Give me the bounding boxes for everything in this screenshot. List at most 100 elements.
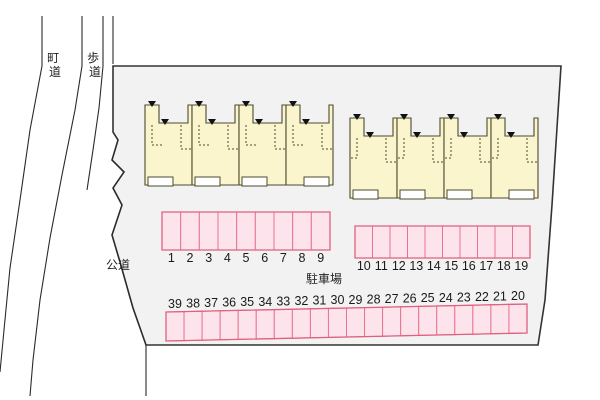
parking-stall-number: 13 bbox=[409, 259, 423, 273]
unit-entrance-step bbox=[194, 176, 221, 187]
public-road-parcel-edge bbox=[111, 131, 147, 396]
parking-stall[interactable] bbox=[442, 225, 461, 259]
parking-stall[interactable] bbox=[494, 225, 513, 259]
parking-stall-number: 27 bbox=[385, 292, 399, 306]
parking-stall[interactable] bbox=[327, 307, 347, 338]
parking-stall[interactable] bbox=[180, 211, 200, 251]
parking-stall-number: 5 bbox=[243, 251, 250, 265]
parking-stall[interactable] bbox=[219, 309, 239, 341]
unit-interior-dashes bbox=[292, 125, 303, 146]
unit-interior-dashes bbox=[321, 125, 332, 150]
parking-stall[interactable] bbox=[472, 304, 492, 335]
parking-stall[interactable] bbox=[161, 211, 182, 251]
public-road-edge-group bbox=[111, 131, 147, 396]
parking-stall-number: 24 bbox=[439, 291, 453, 305]
building-unit bbox=[490, 114, 539, 200]
parking-stall[interactable] bbox=[165, 311, 185, 342]
parking-stall-number: 25 bbox=[421, 291, 435, 305]
parking-stall-number: 8 bbox=[299, 251, 306, 265]
entry-arrow-icon bbox=[302, 119, 310, 125]
parking-stall[interactable] bbox=[273, 211, 294, 251]
parking-stall[interactable] bbox=[236, 211, 256, 251]
parking-stall[interactable] bbox=[407, 225, 426, 259]
parking-stall[interactable] bbox=[291, 308, 311, 339]
parking-stall[interactable] bbox=[382, 306, 402, 337]
parking-stall-number: 3 bbox=[205, 251, 212, 265]
parking-stall-number: 29 bbox=[349, 293, 363, 307]
parking-stall[interactable] bbox=[389, 225, 408, 259]
sidewalk-label: 歩 道 bbox=[87, 50, 103, 79]
parking-stall-number: 30 bbox=[331, 293, 345, 307]
parking-stall[interactable] bbox=[454, 304, 474, 336]
entry-arrow-icon bbox=[195, 101, 203, 107]
building-unit bbox=[443, 114, 492, 200]
parking-stall[interactable] bbox=[217, 211, 238, 251]
parking-stall-number: 33 bbox=[276, 294, 290, 308]
unit-interior-dashes bbox=[151, 125, 162, 146]
unit-interior-dashes bbox=[198, 125, 209, 146]
parking-stall[interactable] bbox=[508, 303, 528, 334]
unit-entrance-step bbox=[446, 189, 473, 200]
road-labels-group: 町 道 歩 道 公道 bbox=[47, 50, 130, 272]
parking-row-outline bbox=[161, 211, 331, 251]
parking-stall-number: 17 bbox=[479, 259, 493, 273]
parking-stall-number: 22 bbox=[475, 290, 489, 304]
parking-stall[interactable] bbox=[183, 310, 203, 342]
parking-stall-number: 18 bbox=[497, 259, 511, 273]
entry-arrow-icon bbox=[460, 132, 468, 138]
parking-stall[interactable] bbox=[364, 306, 384, 338]
unit-interior-dashes bbox=[432, 138, 443, 163]
parking-stall[interactable] bbox=[436, 305, 456, 336]
parking-stall[interactable] bbox=[310, 211, 331, 251]
parking-stall[interactable] bbox=[418, 305, 438, 336]
entry-arrow-icon bbox=[494, 114, 502, 120]
unit-footprint bbox=[490, 117, 539, 199]
unit-footprint bbox=[285, 104, 334, 186]
parking-stall-number: 10 bbox=[357, 259, 371, 273]
building-unit bbox=[238, 101, 287, 187]
parking-stall-number: 20 bbox=[511, 289, 525, 303]
parking-stall[interactable] bbox=[459, 225, 478, 259]
parking-stall[interactable] bbox=[490, 303, 510, 335]
unit-interior-dashes bbox=[385, 138, 396, 163]
parking-stall[interactable] bbox=[512, 225, 531, 259]
parking-stall[interactable] bbox=[400, 305, 420, 337]
parking-stall[interactable] bbox=[198, 211, 219, 251]
entry-arrow-icon bbox=[353, 114, 361, 120]
parking-stall[interactable] bbox=[292, 211, 312, 251]
parking-stall[interactable] bbox=[237, 309, 257, 340]
parking-stall[interactable] bbox=[273, 308, 293, 340]
parking-stall-number: 1 bbox=[168, 251, 175, 265]
parking-stall[interactable] bbox=[477, 225, 496, 259]
parking-stall[interactable] bbox=[372, 225, 391, 259]
parking-stall[interactable] bbox=[354, 225, 373, 259]
sidewalk-inner-line bbox=[86, 16, 104, 191]
parking-stall[interactable] bbox=[309, 307, 329, 339]
apartment-building-left bbox=[144, 101, 334, 187]
unit-interior-dashes bbox=[443, 138, 452, 159]
unit-entrance-step bbox=[303, 176, 330, 187]
road-lines-group bbox=[0, 16, 114, 397]
unit-interior-dashes bbox=[396, 138, 405, 159]
parking-stall-number: 21 bbox=[493, 290, 507, 304]
parking-stall-number: 11 bbox=[375, 259, 388, 273]
building-unit bbox=[144, 101, 193, 187]
unit-interior-dashes bbox=[479, 138, 490, 163]
parking-stall-number: 23 bbox=[457, 290, 471, 304]
building-unit bbox=[396, 114, 445, 200]
parking-stall-number: 39 bbox=[168, 297, 182, 311]
parking-stall[interactable] bbox=[424, 225, 443, 259]
unit-entrance-step bbox=[399, 189, 426, 200]
parking-stall-number: 34 bbox=[258, 295, 272, 309]
apartment-building-right bbox=[349, 114, 539, 200]
parking-stall[interactable] bbox=[201, 310, 221, 341]
entry-arrow-icon bbox=[148, 101, 156, 107]
parking-stall[interactable] bbox=[255, 309, 275, 340]
parking-stall[interactable] bbox=[254, 211, 275, 251]
entry-arrow-icon bbox=[255, 119, 263, 125]
parking-stall[interactable] bbox=[346, 307, 366, 338]
